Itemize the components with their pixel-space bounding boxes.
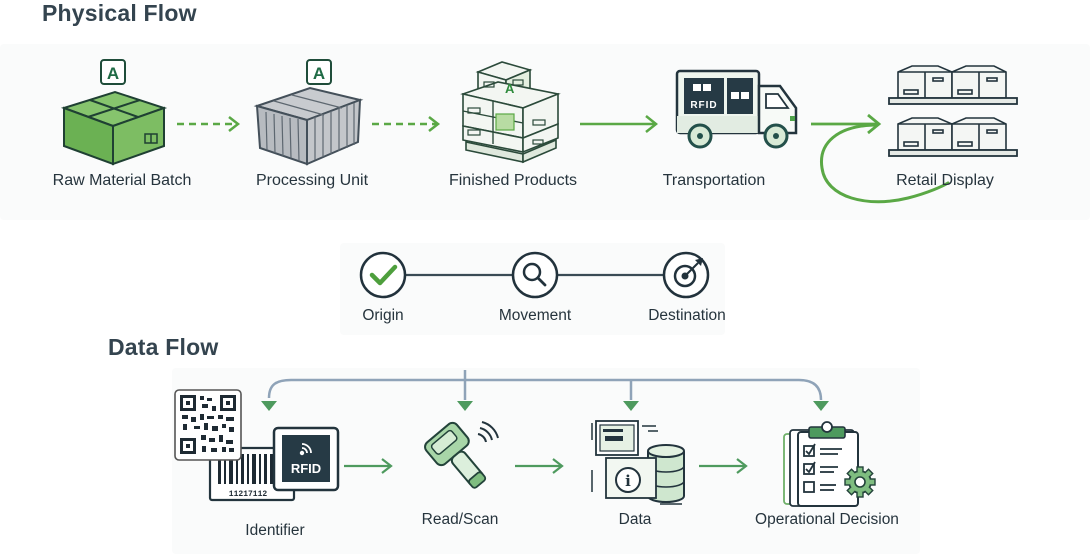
processing-unit-label: Processing Unit — [255, 172, 369, 189]
arrow-right-icon — [344, 458, 393, 474]
retail-display-stage[interactable] — [888, 62, 1023, 160]
arrow-down-icon — [623, 401, 639, 411]
magnifier-icon[interactable] — [511, 251, 559, 299]
timeline-label-origin: Origin — [362, 307, 404, 324]
arrow-down-icon — [261, 401, 277, 411]
finished-products-stage[interactable]: A — [458, 56, 568, 166]
loop-arrow-icon — [811, 113, 950, 204]
transportation-stage[interactable]: RFID — [672, 68, 802, 152]
qr-code-icon — [174, 389, 242, 461]
shelf-boxes-icon — [888, 65, 1018, 157]
arrow-right-icon — [515, 458, 564, 474]
clipboard-gear-icon — [783, 421, 876, 507]
tag-a: A — [107, 64, 119, 83]
tag-a: A — [313, 64, 325, 83]
rfid-tag-icon: RFID — [272, 426, 340, 492]
svg-text:i: i — [625, 472, 631, 490]
database-info-icon: i — [591, 420, 685, 505]
qr-barcode-rfid-icon: 11217112 — [174, 389, 340, 502]
timeline-label-movement: Movement — [498, 307, 572, 324]
arrow-right-icon — [699, 458, 748, 474]
timeline-label-destination: Destination — [648, 307, 726, 324]
arrow-right-icon — [580, 115, 659, 133]
raw-material-batch-label: Raw Material Batch — [52, 172, 192, 189]
tag-a: A — [505, 81, 515, 96]
retail-display-label: Retail Display — [896, 172, 994, 189]
operational-decision-stage[interactable] — [780, 421, 880, 509]
green-box-icon: A — [60, 59, 168, 166]
gear-icon — [844, 466, 876, 498]
arrow-down-icon — [457, 401, 473, 411]
truck-rfid-text: RFID — [690, 100, 717, 111]
dashed-arrow-icon — [177, 116, 241, 132]
scanner-icon — [424, 421, 499, 489]
data-label: Data — [618, 511, 652, 528]
container-icon: A — [253, 59, 364, 166]
rfid-text: RFID — [291, 461, 321, 476]
operational-decision-label: Operational Decision — [755, 511, 899, 528]
data-flow-title: Data Flow — [108, 334, 219, 360]
transportation-label: Transportation — [662, 172, 766, 189]
timeline-track — [359, 251, 710, 299]
data-stage[interactable]: i — [590, 418, 690, 508]
finished-products-label: Finished Products — [448, 172, 578, 189]
identifier-label: Identifier — [245, 522, 305, 539]
data-bus-connector — [261, 370, 829, 411]
check-icon[interactable] — [359, 251, 407, 299]
processing-unit-stage[interactable]: A — [252, 58, 372, 168]
pallet-boxes-icon: A — [460, 61, 561, 164]
identifier-stage[interactable]: 11217112 — [174, 389, 344, 505]
target-icon[interactable] — [662, 251, 710, 299]
arrow-down-icon — [813, 401, 829, 411]
read-scan-label: Read/Scan — [421, 511, 499, 528]
dashed-arrow-icon — [372, 116, 441, 132]
raw-material-batch-stage[interactable]: A — [60, 58, 180, 168]
read-scan-stage[interactable] — [414, 420, 504, 500]
barcode-number: 11217112 — [229, 490, 268, 499]
physical-flow-title: Physical Flow — [42, 0, 197, 26]
truck-icon: RFID — [675, 69, 798, 149]
